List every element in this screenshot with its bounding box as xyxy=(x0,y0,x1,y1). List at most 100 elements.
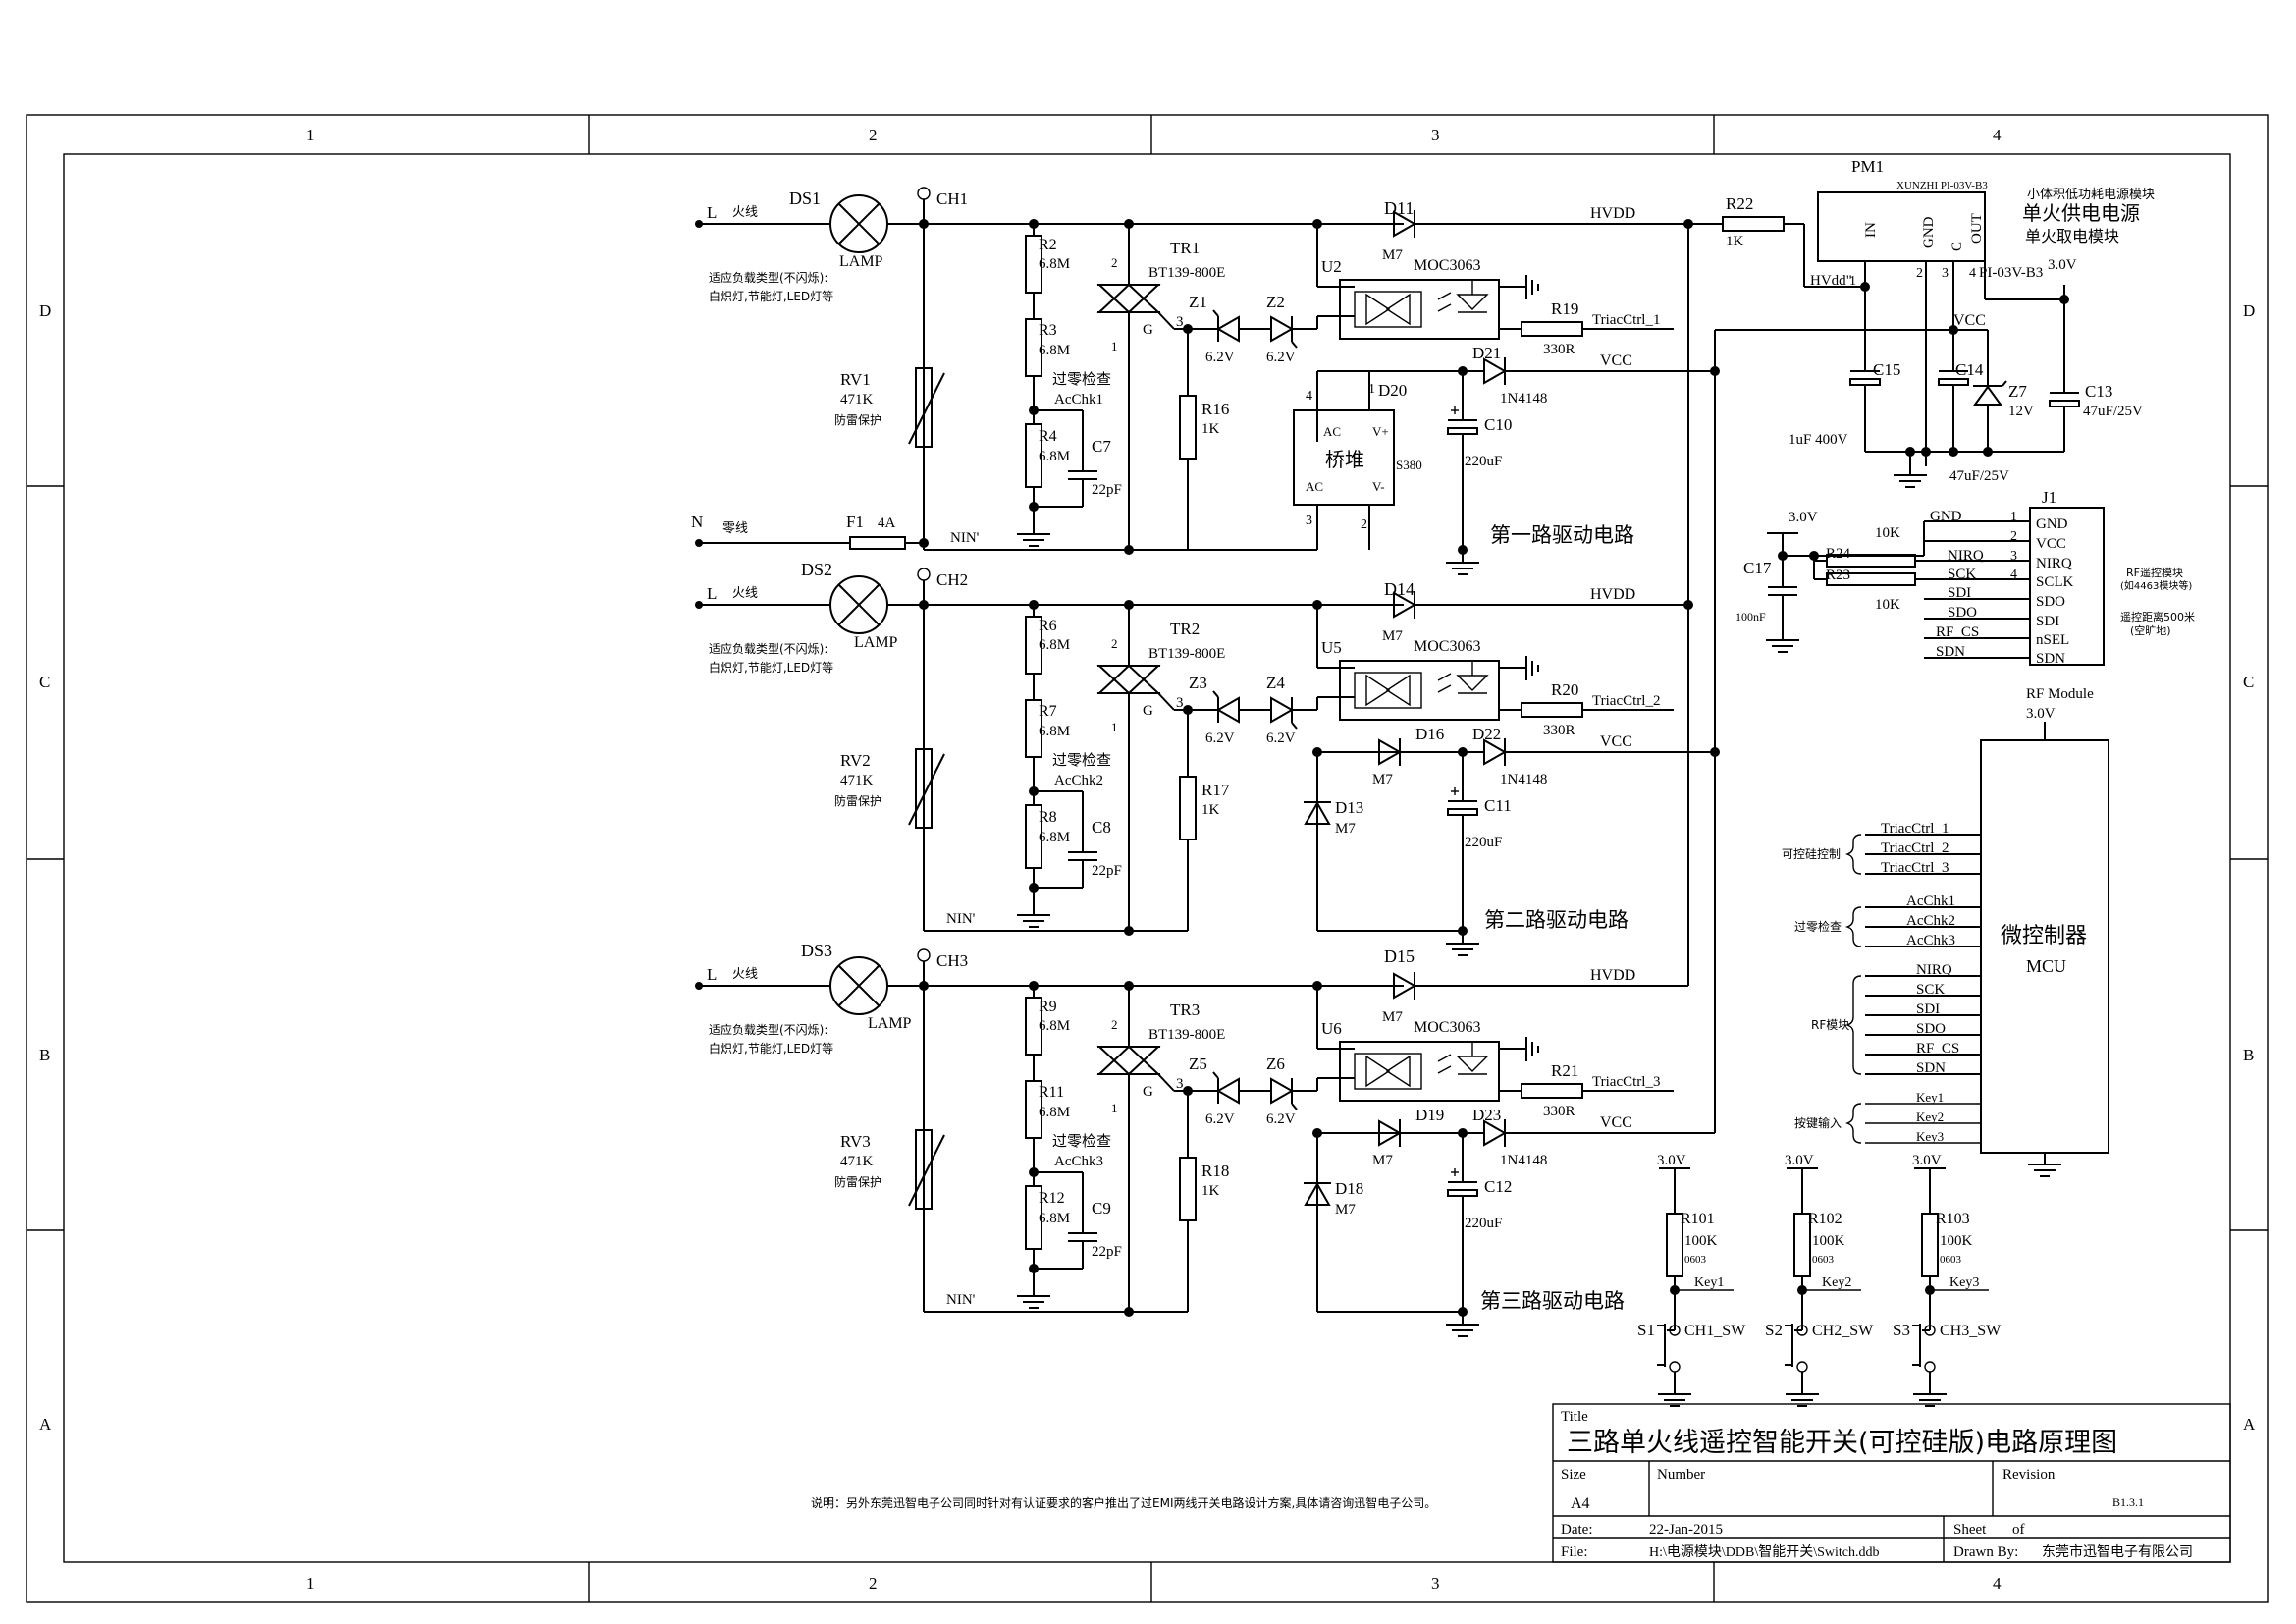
c13-ref: C13 xyxy=(2085,382,2112,401)
key-net: Key1 xyxy=(1694,1275,1724,1290)
neutral-bridge: N 零线 F1 4A 桥堆 S380 D20 4 3 2 1 AC AC V+ … xyxy=(691,371,1422,550)
opto-part: MOC3063 xyxy=(1414,638,1480,655)
rf-pin-no: 3 xyxy=(2010,549,2017,564)
gate-res-val: 1K xyxy=(1201,1183,1220,1199)
c17-ref: C17 xyxy=(1743,559,1772,577)
hvdd-diode-val: M7 xyxy=(1382,1009,1403,1025)
varistor-note: 防雷保护 xyxy=(834,1174,881,1189)
bridge-label: 桥堆 xyxy=(1325,448,1364,471)
row-label-left-a: A xyxy=(39,1415,52,1434)
design-note: 说明：另外东莞迅智电子公司同时针对有认证要求的客户推出了过EMI两线开关电路设计… xyxy=(811,1495,1436,1510)
r24-val: 10K xyxy=(1875,525,1900,541)
live-cn-label: 火线 xyxy=(732,205,758,220)
mcu-pin-lines xyxy=(1844,834,1981,1144)
mcu-pin: TriacCtrl_2 xyxy=(1881,840,1949,856)
file-label: File: xyxy=(1561,1544,1588,1560)
res-a-val: 6.8M xyxy=(1039,256,1070,272)
hvdd-diode-ref: D14 xyxy=(1384,579,1415,599)
rf-net: RF_CS xyxy=(1936,624,1979,640)
pm-desc-3: 单火取电模块 xyxy=(2025,227,2119,245)
driver-title: 第二路驱动电路 xyxy=(1484,908,1629,932)
key-switch-3: 3.0V R103 100K 0603 Key3 S3 CH3_SW xyxy=(1893,1153,2002,1407)
rf-pins: GND VCC NIRQ SCLK SDO SDI nSEL SDN xyxy=(2036,516,2074,667)
mcu-group-keys: 按键输入 xyxy=(1794,1115,1842,1130)
rf-net: SDO xyxy=(1948,605,1977,621)
hvdd-in-net: HVdd" xyxy=(1810,273,1852,289)
bridge-pin2: 2 xyxy=(1361,517,1367,532)
opto-part: MOC3063 xyxy=(1414,1019,1480,1036)
res-c-ref: R12 xyxy=(1039,1190,1065,1207)
z7-val: 12V xyxy=(2008,404,2034,419)
mcu-group-triac: 可控硅控制 xyxy=(1782,847,1841,861)
triac-pin2: 2 xyxy=(1111,255,1118,270)
triac-gate: G xyxy=(1143,703,1153,719)
lamp-type: LAMP xyxy=(854,634,898,651)
zener-b-val: 6.2V xyxy=(1266,350,1296,365)
cap-val: 22pF xyxy=(1092,863,1122,879)
triac-ref: TR2 xyxy=(1170,620,1200,638)
key-switch-1: 3.0V R101 100K 0603 Key1 S1 CH1_SW xyxy=(1637,1153,1746,1407)
key-switch-ref: S1 xyxy=(1637,1321,1655,1339)
c14-val: 47uF/25V xyxy=(1949,468,2009,484)
vcc-diode-ref: D23 xyxy=(1472,1106,1501,1124)
col-label-top-2: 2 xyxy=(869,126,878,144)
mcu-triac-pins: TriacCtrl_1 TriacCtrl_2 TriacCtrl_3 xyxy=(1881,821,1949,876)
j1-ref: J1 xyxy=(2042,488,2056,507)
fuse-ref: F1 xyxy=(846,513,864,531)
zener-a-val: 6.2V xyxy=(1205,1111,1235,1127)
sheet-label: Sheet xyxy=(1953,1522,1987,1538)
cap-val: 22pF xyxy=(1092,1244,1122,1260)
rf-pin-no: 4 xyxy=(2010,568,2017,582)
hvdd-diode-val: M7 xyxy=(1382,628,1403,644)
vcc-net: VCC xyxy=(1600,352,1632,369)
bridge-pin1: 1 xyxy=(1368,382,1375,397)
pm-ref: PM1 xyxy=(1851,157,1884,176)
driver-title: 第三路驱动电路 xyxy=(1480,1289,1625,1313)
down-diode-ref: D18 xyxy=(1335,1179,1363,1198)
bridge-vminus: V- xyxy=(1372,479,1385,494)
col-label-bottom-1: 1 xyxy=(306,1574,315,1593)
hvdd-diode-val: M7 xyxy=(1382,247,1403,263)
rf-net: SDN xyxy=(1936,644,1965,660)
series-res-ref: R20 xyxy=(1551,680,1578,699)
nin-net: NIN' xyxy=(950,530,980,546)
rf-pin: GND xyxy=(2036,516,2068,532)
opto-part: MOC3063 xyxy=(1414,257,1480,274)
file-value: H:\电源模块\DDB\智能开关\Switch.ddb xyxy=(1649,1544,1880,1560)
pin-out: OUT xyxy=(1969,213,1985,244)
key-net: Key2 xyxy=(1822,1275,1851,1290)
col-label-bottom-2: 2 xyxy=(869,1574,878,1593)
power-module: R22 1K PM1 XUNZHI PI-03V-B3 小体积低功耗电源模块 单… xyxy=(1722,157,2155,488)
mcu-zc-pins: AcChk1 AcChk2 AcChk3 xyxy=(1906,893,1955,948)
rf-note-4: (空旷地) xyxy=(2130,623,2171,637)
varistor-note: 防雷保护 xyxy=(834,412,881,427)
triac-pin3: 3 xyxy=(1176,314,1184,330)
rf-net: SDI xyxy=(1948,585,1971,601)
mcu-name: 微控制器 xyxy=(2001,924,2087,948)
mcu-pin: Key1 xyxy=(1916,1090,1944,1105)
key-3v-net: 3.0V xyxy=(1785,1153,1814,1168)
vcc-diode-val: 1N4148 xyxy=(1500,391,1547,406)
key-switch-ref: S2 xyxy=(1765,1321,1783,1339)
channel-3: L 火线 DS3 LAMP 适应负载类型(不闪烁): 白炽灯,节能灯,LED灯等… xyxy=(694,941,1716,1337)
nin-net: NIN' xyxy=(946,911,976,927)
pm-pin3: 3 xyxy=(1942,266,1949,281)
res-b-ref: R11 xyxy=(1039,1084,1064,1101)
key-res-pkg: 0603 xyxy=(1812,1254,1835,1266)
pm-part: XUNZHI PI-03V-B3 xyxy=(1896,180,1988,191)
zener-b-ref: Z2 xyxy=(1266,293,1285,311)
mcu-pin: Key2 xyxy=(1916,1110,1944,1124)
varistor-note: 防雷保护 xyxy=(834,793,881,808)
key-switch-name: CH3_SW xyxy=(1940,1323,2002,1339)
triac-gate: G xyxy=(1143,1084,1153,1100)
hvdd-diode-ref: D15 xyxy=(1384,947,1415,966)
pm-3v-net: 3.0V xyxy=(2048,257,2077,273)
mcu-group-zc: 过零检查 xyxy=(1794,919,1842,934)
zener-a-val: 6.2V xyxy=(1205,350,1235,365)
driver-title: 第一路驱动电路 xyxy=(1490,523,1634,547)
gate-res-ref: R18 xyxy=(1201,1162,1229,1180)
rf-net: GND xyxy=(1930,509,1962,524)
pm-out-net: PI-03V-B3 xyxy=(1979,265,2043,281)
bridge-ac-2: AC xyxy=(1306,479,1323,494)
